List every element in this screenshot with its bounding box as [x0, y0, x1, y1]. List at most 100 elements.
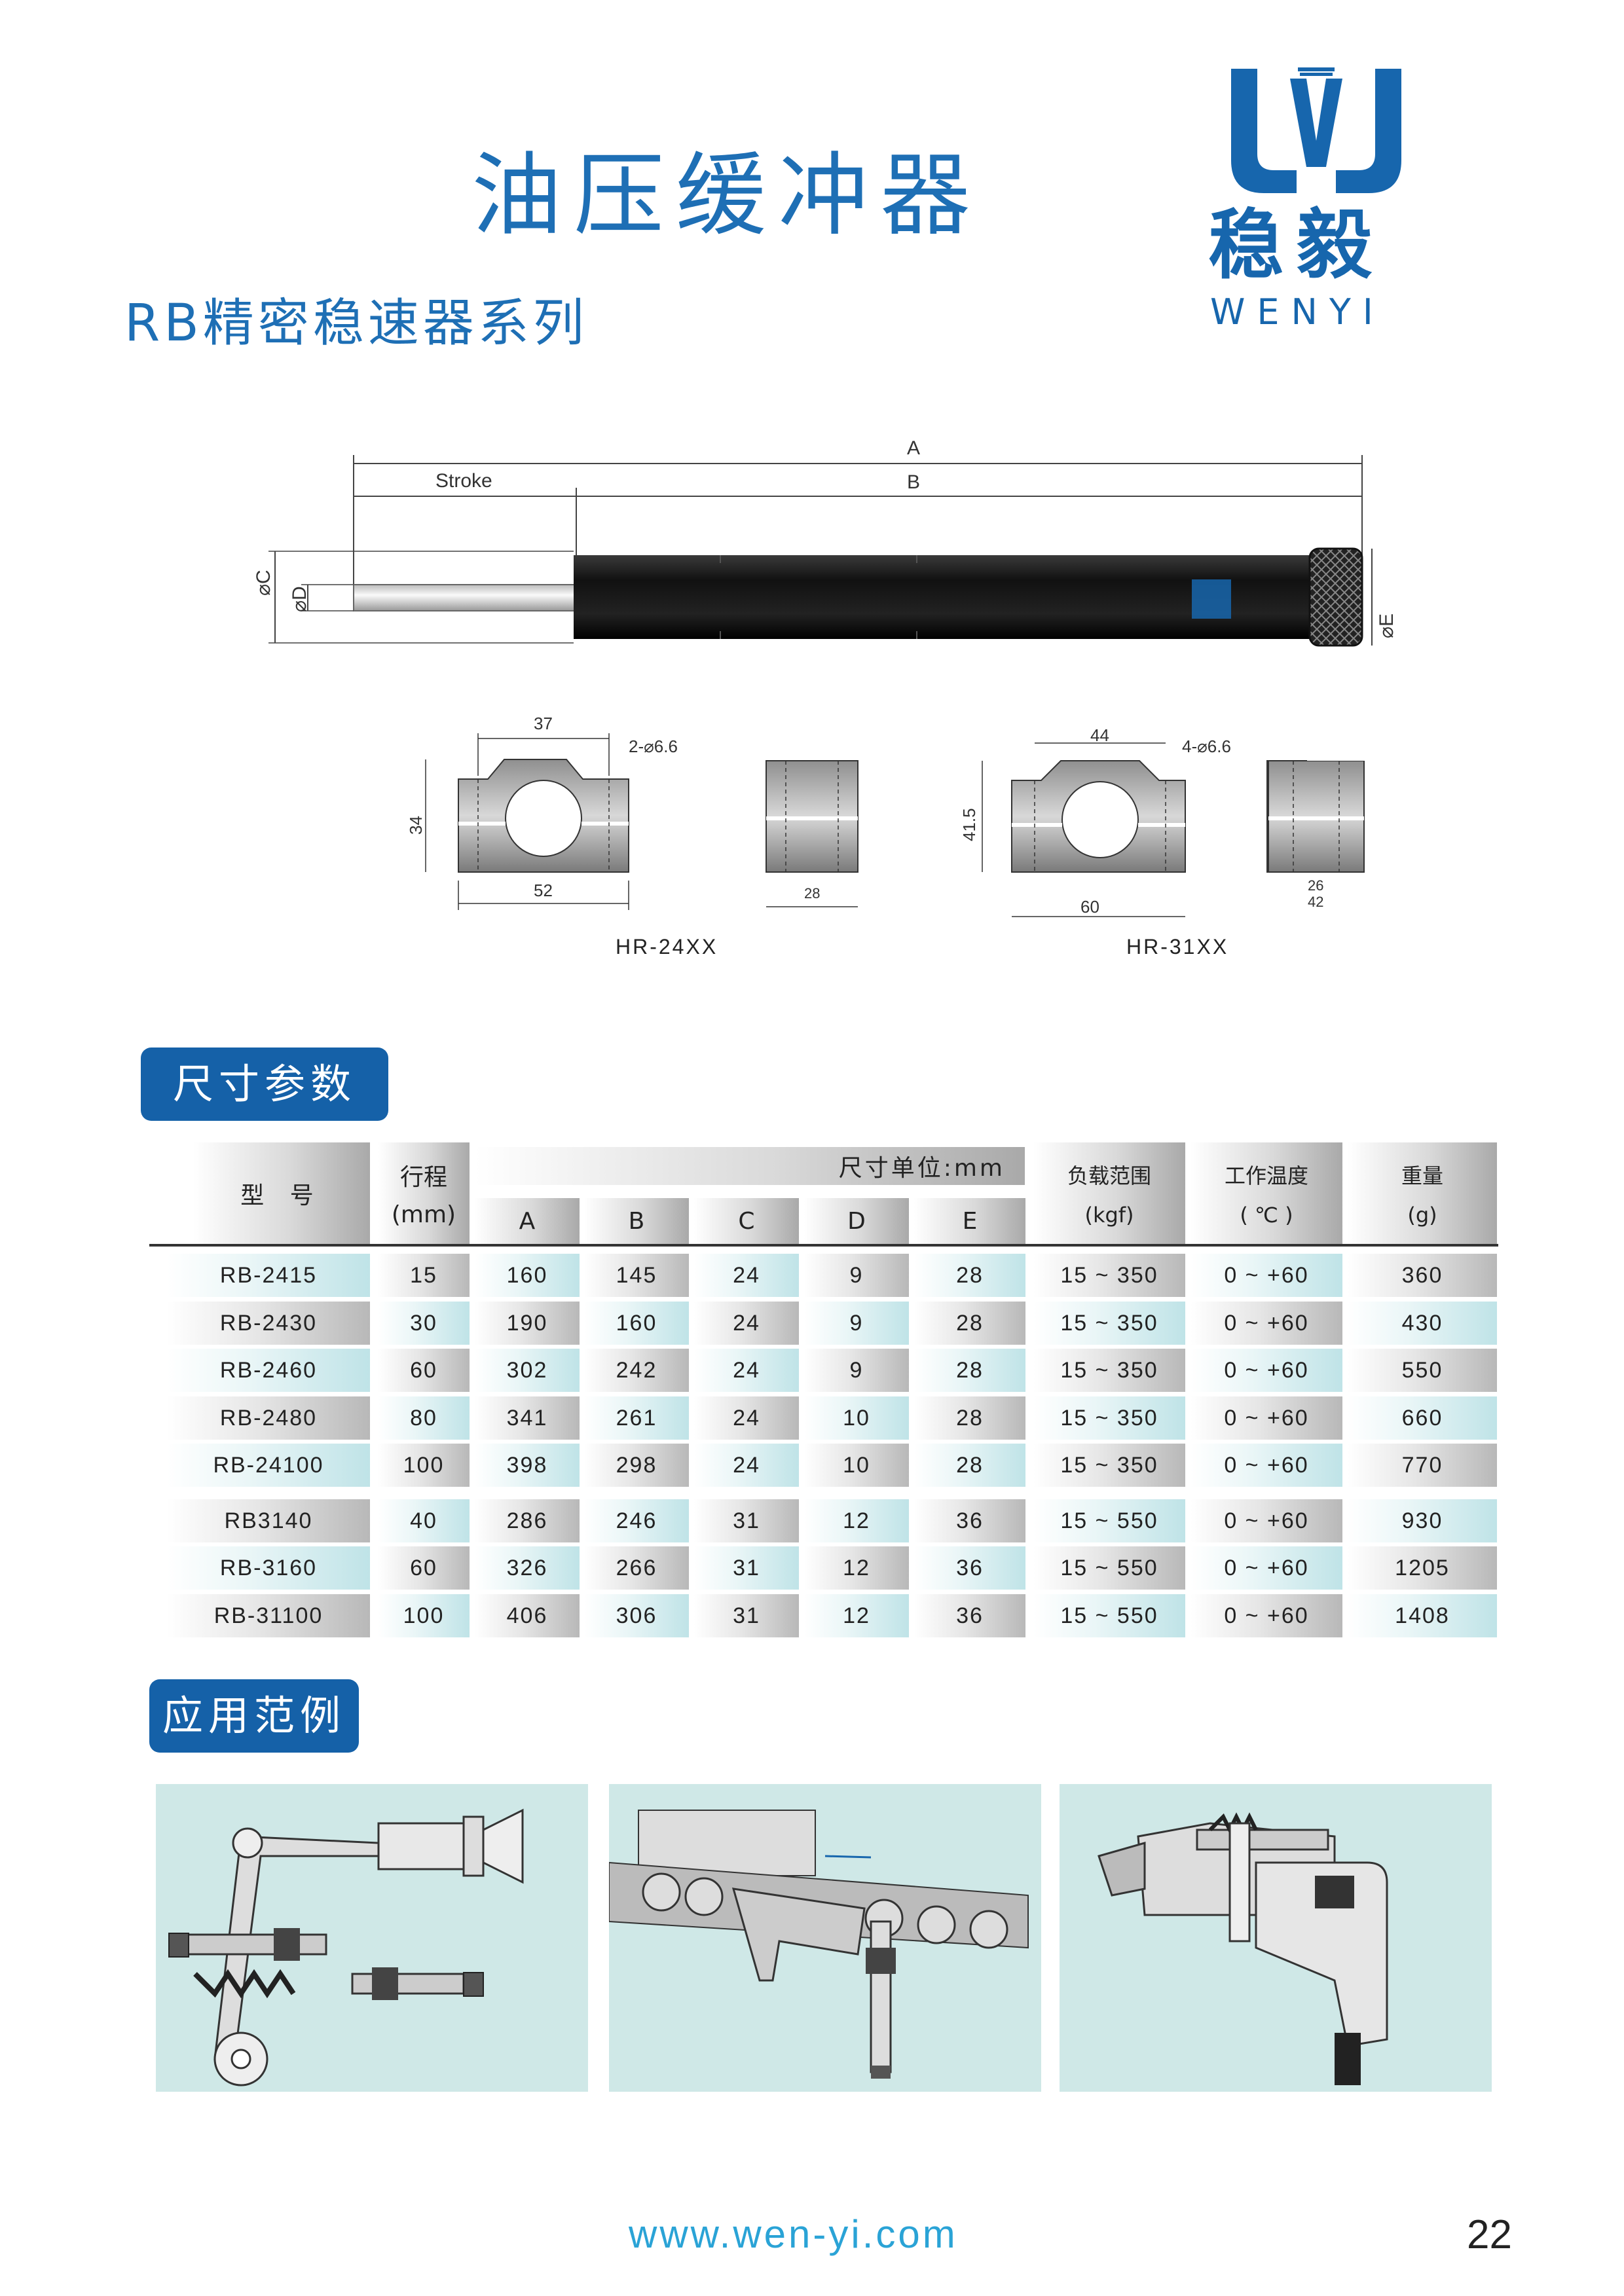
table-cell: 1408 — [1348, 1594, 1497, 1637]
table-cell: 10 — [804, 1396, 909, 1440]
table-cell: 15 ~ 550 — [1033, 1499, 1185, 1542]
table-cell: 15 ~ 550 — [1033, 1546, 1185, 1590]
table-cell: RB3140 — [167, 1499, 370, 1542]
bracket-left-hole-dim: 2-⌀6.6 — [629, 737, 678, 756]
page-number: 22 — [1467, 2212, 1512, 2257]
table-cell: 28 — [914, 1444, 1025, 1487]
table-cell: RB-3160 — [167, 1546, 370, 1590]
table-cell: 306 — [584, 1594, 689, 1637]
application-example-conveyor-image — [609, 1784, 1041, 2092]
table-cell: 15 ~ 550 — [1033, 1594, 1185, 1637]
section-title-applications: 应用范例 — [149, 1679, 359, 1753]
header-load: 负载范围 (kgf) — [1033, 1142, 1185, 1244]
table-cell: 0 ~ +60 — [1190, 1349, 1342, 1392]
bracket-right-side-dim-b: 42 — [1308, 894, 1324, 910]
wenyi-logo-icon — [1231, 67, 1401, 193]
header-c: C — [694, 1198, 799, 1244]
table-cell: 28 — [914, 1349, 1025, 1392]
bracket-right-side-icon — [1268, 761, 1365, 873]
footer-url[interactable]: www.wen-yi.com — [629, 2212, 958, 2256]
table-cell: 24 — [694, 1444, 799, 1487]
table-cell: 0 ~ +60 — [1190, 1594, 1342, 1637]
page-title: 油压缓冲器 — [471, 143, 983, 248]
bracket-right-hole-dim: 4-⌀6.6 — [1182, 737, 1231, 756]
bracket-left-caption: HR-24XX — [616, 935, 718, 958]
table-cell: 28 — [914, 1254, 1025, 1297]
table-cell: 15 ~ 350 — [1033, 1396, 1185, 1440]
table-cell: 28 — [914, 1302, 1025, 1345]
dim-label-e: ⌀E — [1376, 613, 1397, 638]
table-cell: 0 ~ +60 — [1190, 1302, 1342, 1345]
table-cell: 12 — [804, 1594, 909, 1637]
dim-label-d: ⌀D — [289, 586, 310, 612]
table-cell: 31 — [694, 1499, 799, 1542]
header-divider — [149, 1244, 1498, 1247]
table-cell: 9 — [804, 1302, 909, 1345]
bracket-left-width-dim: 52 — [534, 881, 553, 900]
dim-label-c: ⌀C — [253, 570, 274, 596]
shock-absorber-drawing — [268, 455, 1373, 647]
header-temp-unit: ( ℃ ) — [1240, 1202, 1293, 1228]
bracket-right-width-dim: 60 — [1080, 897, 1099, 917]
table-cell: 12 — [804, 1546, 909, 1590]
table-cell: 0 ~ +60 — [1190, 1254, 1342, 1297]
table-cell: 398 — [475, 1444, 580, 1487]
application-example-lever-image — [156, 1784, 588, 2092]
header-a: A — [475, 1198, 580, 1244]
table-cell: 9 — [804, 1254, 909, 1297]
table-cell: 10 — [804, 1444, 909, 1487]
table-cell: 360 — [1348, 1254, 1497, 1297]
table-cell: RB-2415 — [167, 1254, 370, 1297]
table-cell: 28 — [914, 1396, 1025, 1440]
table-cell: 31 — [694, 1546, 799, 1590]
table-cell: 15 — [378, 1254, 470, 1297]
table-cell: 160 — [584, 1302, 689, 1345]
table-cell: 24 — [694, 1302, 799, 1345]
table-cell: 0 ~ +60 — [1190, 1499, 1342, 1542]
table-cell: 15 ~ 350 — [1033, 1349, 1185, 1392]
logo-name: 稳毅 — [1208, 202, 1386, 289]
table-cell: 160 — [475, 1254, 580, 1297]
table-cell: 36 — [914, 1499, 1025, 1542]
table-cell: 660 — [1348, 1396, 1497, 1440]
dim-label-stroke: Stroke — [435, 470, 492, 492]
table-cell: 24 — [694, 1349, 799, 1392]
table-cell: 1205 — [1348, 1546, 1497, 1590]
bracket-right-top-dim: 44 — [1090, 725, 1109, 745]
header-b: B — [584, 1198, 689, 1244]
table-cell: RB-2480 — [167, 1396, 370, 1440]
header-load-label: 负载范围 — [1067, 1163, 1151, 1188]
table-cell: 406 — [475, 1594, 580, 1637]
bracket-drawings — [425, 733, 1307, 917]
table-cell: RB-31100 — [167, 1594, 370, 1637]
table-cell: 15 ~ 350 — [1033, 1302, 1185, 1345]
table-cell: 930 — [1348, 1499, 1497, 1542]
header-weight-label: 重量 — [1401, 1163, 1443, 1188]
table-cell: 12 — [804, 1499, 909, 1542]
bracket-right-side-dim-a: 26 — [1308, 877, 1324, 894]
table-cell: 326 — [475, 1546, 580, 1590]
bracket-left-side-dim: 28 — [804, 885, 821, 902]
bracket-right-height-dim: 41.5 — [959, 808, 979, 841]
header-unit: 尺寸单位:mm — [475, 1147, 1025, 1185]
table-cell: 15 ~ 350 — [1033, 1254, 1185, 1297]
table-cell: 190 — [475, 1302, 580, 1345]
application-example-drill-image — [1060, 1784, 1492, 2092]
dim-label-a: A — [907, 437, 921, 459]
table-cell: 40 — [378, 1499, 470, 1542]
bracket-right-caption: HR-31XX — [1126, 935, 1229, 958]
table-cell: RB-2460 — [167, 1349, 370, 1392]
dim-label-b: B — [907, 471, 921, 493]
header-e: E — [914, 1198, 1025, 1244]
header-temp: 工作温度 ( ℃ ) — [1190, 1142, 1342, 1244]
table-cell: 24 — [694, 1254, 799, 1297]
header-weight-unit: (g) — [1407, 1202, 1437, 1228]
table-cell: 30 — [378, 1302, 470, 1345]
table-cell: 0 ~ +60 — [1190, 1396, 1342, 1440]
table-cell: 0 ~ +60 — [1190, 1546, 1342, 1590]
table-cell: 246 — [584, 1499, 689, 1542]
table-cell: 100 — [378, 1444, 470, 1487]
table-cell: 242 — [584, 1349, 689, 1392]
table-cell: RB-2430 — [167, 1302, 370, 1345]
table-cell: 60 — [378, 1349, 470, 1392]
